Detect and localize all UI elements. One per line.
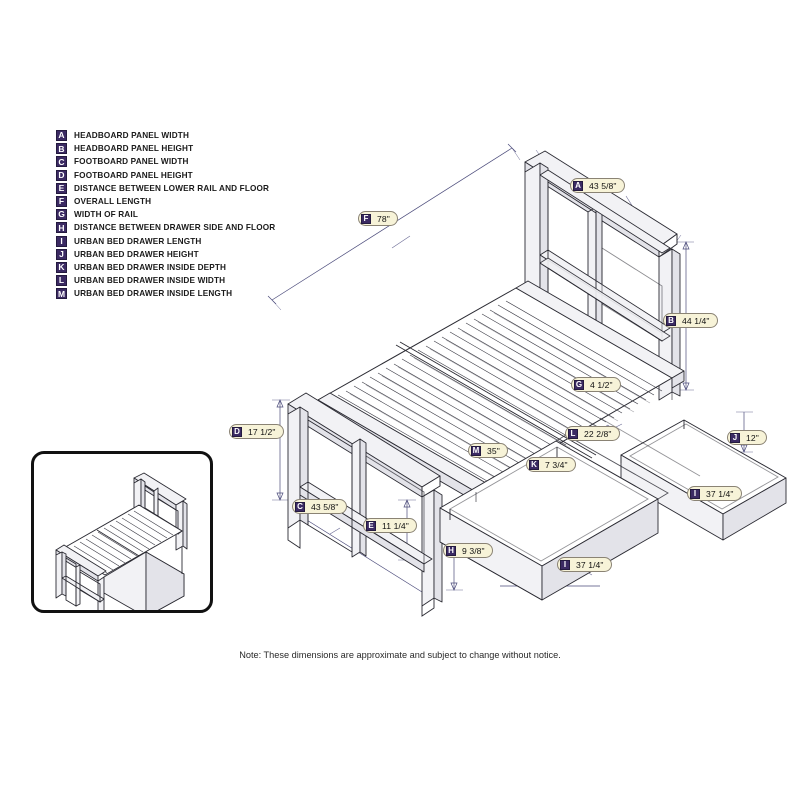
- callout-l: L 22 2/8": [565, 426, 620, 441]
- legend-label-g: WIDTH OF RAIL: [74, 210, 138, 220]
- headboard: [524, 150, 681, 401]
- callout-value-k: 7 3/4": [545, 459, 568, 470]
- legend-badge-m: M: [56, 288, 67, 300]
- legend-label-d: FOOTBOARD PANEL HEIGHT: [74, 170, 193, 180]
- callout-value-f: 78": [377, 213, 390, 224]
- legend-badge-j: J: [56, 248, 67, 260]
- legend-badge-l: L: [56, 275, 67, 287]
- callout-value-d: 17 1/2": [248, 426, 276, 437]
- legend: A HEADBOARD PANEL WIDTH B HEADBOARD PANE…: [56, 129, 306, 300]
- callout-badge-f: F: [361, 213, 371, 224]
- callout-badge-k: K: [529, 459, 539, 470]
- legend-badge-c: C: [56, 156, 67, 168]
- callout-k: K 7 3/4": [526, 457, 576, 472]
- callout-value-g: 4 1/2": [590, 379, 613, 390]
- callout-f: F 78": [358, 211, 398, 226]
- legend-item-i: I URBAN BED DRAWER LENGTH: [56, 235, 306, 248]
- legend-label-h: DISTANCE BETWEEN DRAWER SIDE AND FLOOR: [74, 223, 276, 233]
- legend-badge-g: G: [56, 209, 67, 221]
- legend-label-e: DISTANCE BETWEEN LOWER RAIL AND FLOOR: [74, 183, 270, 193]
- callout-b: B 44 1/4": [663, 313, 718, 328]
- callout-value-a: 43 5/8": [589, 180, 617, 191]
- legend-label-j: URBAN BED DRAWER HEIGHT: [74, 249, 199, 259]
- legend-badge-d: D: [56, 169, 67, 181]
- callout-badge-j: J: [730, 432, 740, 443]
- inset-bed-drawing: [55, 472, 188, 610]
- legend-item-c: C FOOTBOARD PANEL WIDTH: [56, 155, 306, 168]
- callout-badge-i-front: I: [560, 559, 570, 570]
- legend-label-m: URBAN BED DRAWER INSIDE LENGTH: [74, 289, 233, 299]
- legend-badge-e: E: [56, 182, 67, 194]
- legend-item-b: B HEADBOARD PANEL HEIGHT: [56, 142, 306, 155]
- callout-j: J 12": [727, 430, 767, 445]
- legend-item-k: K URBAN BED DRAWER INSIDE DEPTH: [56, 261, 306, 274]
- legend-item-a: A HEADBOARD PANEL WIDTH: [56, 129, 306, 142]
- legend-badge-h: H: [56, 222, 67, 234]
- legend-label-f: OVERALL LENGTH: [74, 197, 152, 207]
- callout-g: G 4 1/2": [571, 377, 621, 392]
- callout-e: E 11 1/4": [363, 518, 417, 533]
- callout-badge-d: D: [232, 426, 242, 437]
- legend-item-m: M URBAN BED DRAWER INSIDE LENGTH: [56, 287, 306, 300]
- legend-badge-i: I: [56, 235, 67, 247]
- callout-badge-e: E: [366, 520, 376, 531]
- callout-badge-i-rear: I: [690, 488, 700, 499]
- callout-badge-h: H: [446, 545, 456, 556]
- legend-item-h: H DISTANCE BETWEEN DRAWER SIDE AND FLOOR: [56, 221, 306, 234]
- legend-badge-a: A: [56, 130, 67, 142]
- callout-d: D 17 1/2": [229, 424, 284, 439]
- callout-a: A 43 5/8": [570, 178, 625, 193]
- drawer-rear: [620, 419, 787, 541]
- callout-c: C 43 5/8": [292, 499, 347, 514]
- drawer-front: [439, 440, 659, 601]
- callout-value-m: 35": [487, 445, 500, 456]
- callout-value-j: 12": [746, 432, 759, 443]
- footer-note: Note: These dimensions are approximate a…: [239, 650, 561, 660]
- legend-item-e: E DISTANCE BETWEEN LOWER RAIL AND FLOOR: [56, 182, 306, 195]
- legend-item-l: L URBAN BED DRAWER INSIDE WIDTH: [56, 274, 306, 287]
- callout-badge-m: M: [471, 445, 481, 456]
- legend-item-f: F OVERALL LENGTH: [56, 195, 306, 208]
- callout-value-h: 9 3/8": [462, 545, 485, 556]
- callout-badge-a: A: [573, 180, 583, 191]
- legend-label-l: URBAN BED DRAWER INSIDE WIDTH: [74, 276, 226, 286]
- callout-i-rear: I 37 1/4": [687, 486, 742, 501]
- legend-badge-f: F: [56, 196, 67, 208]
- callout-badge-c: C: [295, 501, 305, 512]
- legend-item-g: G WIDTH OF RAIL: [56, 208, 306, 221]
- callout-badge-l: L: [568, 428, 578, 439]
- callout-i-front: I 37 1/4": [557, 557, 612, 572]
- legend-item-d: D FOOTBOARD PANEL HEIGHT: [56, 169, 306, 182]
- callout-value-c: 43 5/8": [311, 501, 339, 512]
- callout-value-e: 11 1/4": [382, 520, 409, 531]
- legend-label-a: HEADBOARD PANEL WIDTH: [74, 131, 190, 141]
- callout-m: M 35": [468, 443, 508, 458]
- callout-value-i-front: 37 1/4": [576, 559, 604, 570]
- legend-item-j: J URBAN BED DRAWER HEIGHT: [56, 248, 306, 261]
- callout-value-b: 44 1/4": [682, 315, 710, 326]
- legend-badge-b: B: [56, 143, 67, 155]
- inset-bed-thumbnail: [31, 451, 213, 613]
- legend-badge-k: K: [56, 261, 67, 273]
- legend-label-k: URBAN BED DRAWER INSIDE DEPTH: [74, 262, 227, 272]
- callout-value-i-rear: 37 1/4": [706, 488, 734, 499]
- legend-label-b: HEADBOARD PANEL HEIGHT: [74, 144, 194, 154]
- callout-value-l: 22 2/8": [584, 428, 612, 439]
- legend-label-i: URBAN BED DRAWER LENGTH: [74, 236, 202, 246]
- callout-badge-g: G: [574, 379, 584, 390]
- callout-h: H 9 3/8": [443, 543, 493, 558]
- legend-label-c: FOOTBOARD PANEL WIDTH: [74, 157, 189, 167]
- callout-badge-b: B: [666, 315, 676, 326]
